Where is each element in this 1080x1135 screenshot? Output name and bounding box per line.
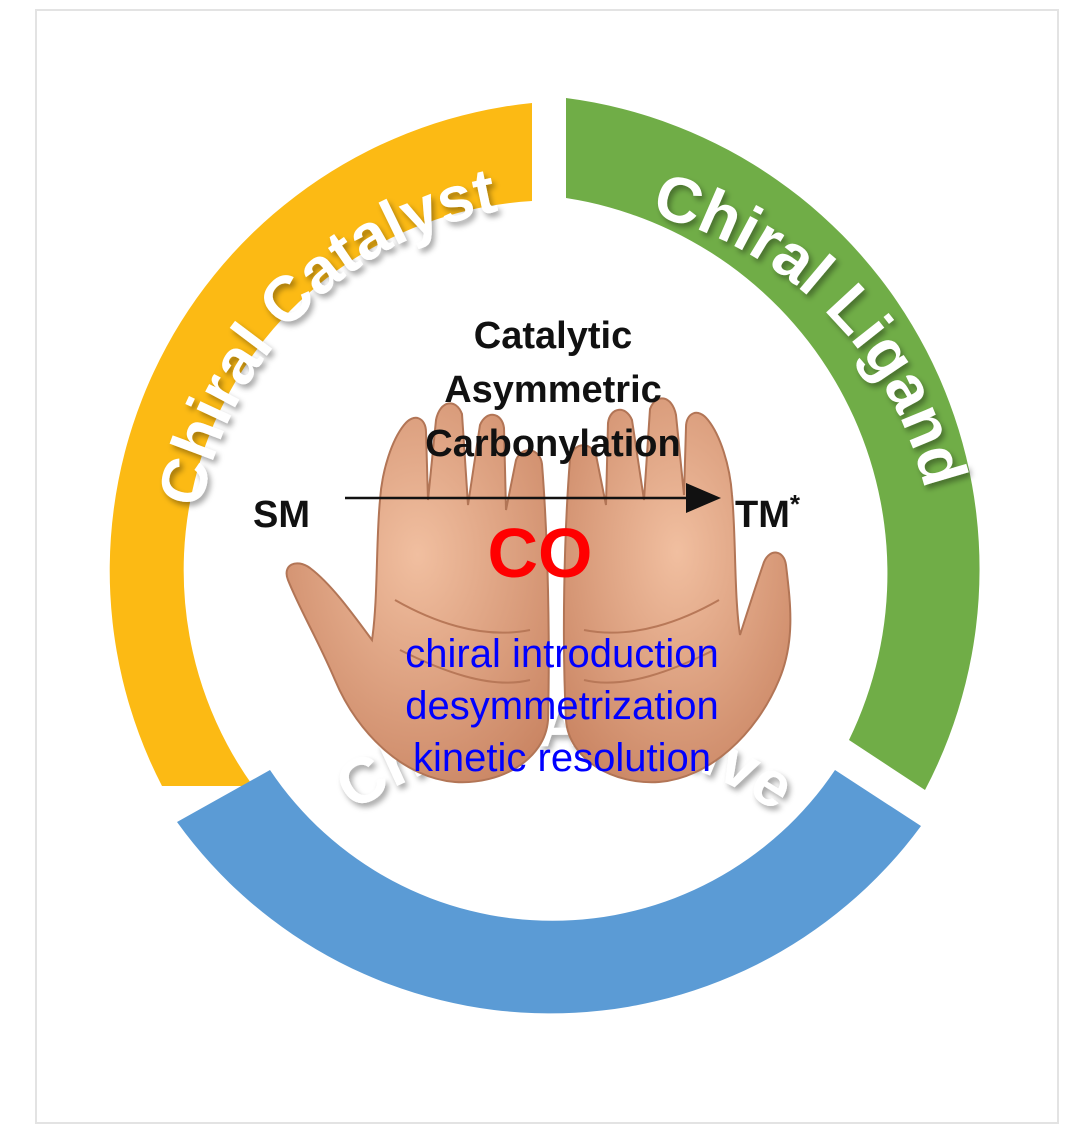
mode-chiral-introduction: chiral introduction	[405, 632, 719, 676]
title-line-1: Catalytic	[474, 315, 632, 357]
title-line-3: Carbonylation	[425, 423, 680, 465]
co-reagent-label: CO	[488, 514, 593, 592]
mode-kinetic-resolution: kinetic resolution	[413, 736, 711, 780]
product-chirality-mark: *	[790, 489, 801, 519]
product-name: TM	[735, 494, 790, 536]
reactant-label: SM	[253, 494, 310, 536]
title-line-2: Asymmetric	[444, 369, 662, 411]
mode-desymmetrization: desymmetrization	[405, 684, 718, 728]
